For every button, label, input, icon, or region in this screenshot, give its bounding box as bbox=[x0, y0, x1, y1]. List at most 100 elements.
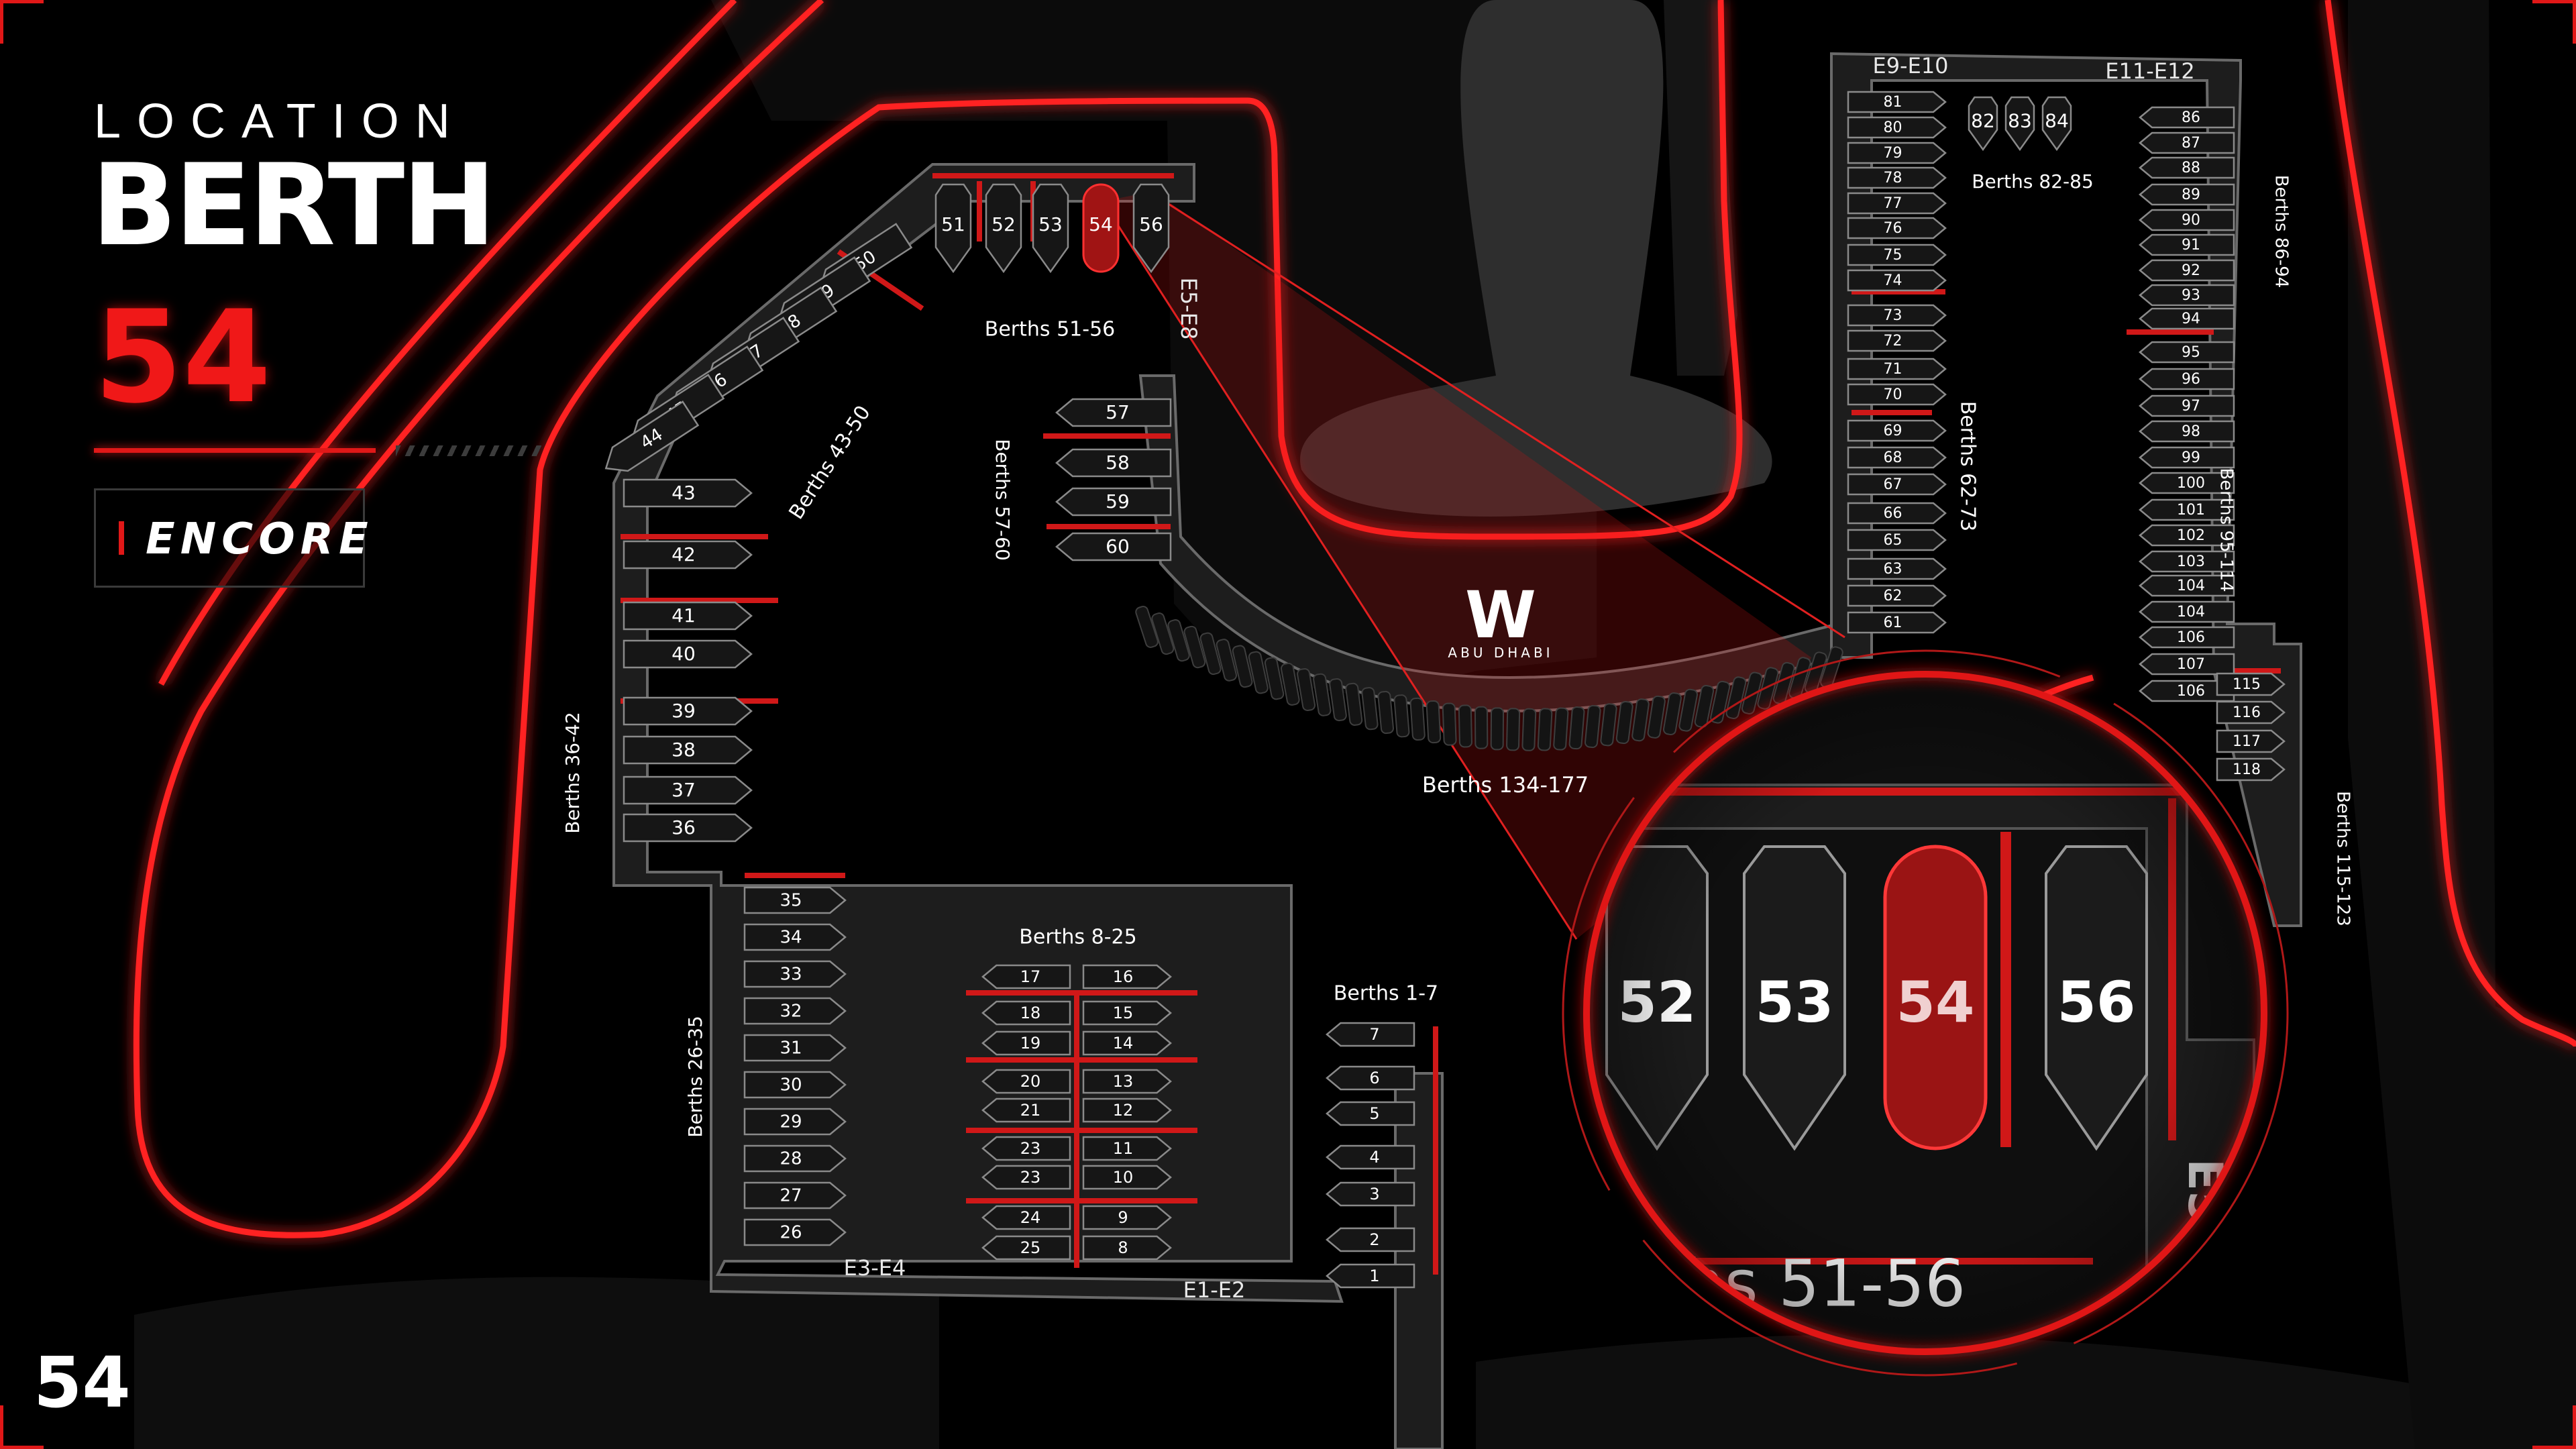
berth-80[interactable]: 80 bbox=[1847, 116, 1947, 139]
arc-boat[interactable] bbox=[1757, 667, 1779, 710]
berth-116[interactable]: 116 bbox=[2216, 700, 2286, 724]
berth-102[interactable]: 102 bbox=[2139, 524, 2235, 547]
berth-69[interactable]: 69 bbox=[1847, 419, 1947, 442]
arc-boat[interactable] bbox=[1409, 697, 1426, 741]
berth-106[interactable]: 106 bbox=[2139, 626, 2235, 649]
berth-74[interactable]: 74 bbox=[1847, 269, 1947, 292]
berth-36[interactable]: 36 bbox=[623, 813, 753, 843]
arc-boat[interactable] bbox=[1183, 625, 1206, 669]
arc-boat[interactable] bbox=[1506, 708, 1521, 751]
berth-34[interactable]: 34 bbox=[743, 923, 847, 951]
berth-106[interactable]: 106 bbox=[2139, 680, 2235, 702]
arc-boat[interactable] bbox=[1426, 700, 1442, 744]
arc-boat[interactable] bbox=[1199, 632, 1222, 676]
berth-117[interactable]: 117 bbox=[2216, 729, 2286, 753]
berth-82[interactable]: 82 bbox=[1968, 96, 1998, 152]
berth-41[interactable]: 41 bbox=[623, 601, 753, 631]
berth-118[interactable]: 118 bbox=[2216, 757, 2286, 782]
berth-76[interactable]: 76 bbox=[1847, 217, 1947, 239]
berth-23[interactable]: 23 bbox=[981, 1136, 1071, 1161]
berth-25[interactable]: 25 bbox=[981, 1235, 1071, 1260]
berth-42[interactable]: 42 bbox=[623, 540, 753, 570]
berth-33[interactable]: 33 bbox=[743, 960, 847, 988]
berth-26[interactable]: 26 bbox=[743, 1218, 847, 1246]
berth-38[interactable]: 38 bbox=[623, 735, 753, 765]
berth-35[interactable]: 35 bbox=[743, 886, 847, 914]
berth-19[interactable]: 19 bbox=[981, 1030, 1071, 1056]
berth-107[interactable]: 107 bbox=[2139, 653, 2235, 676]
berth-98[interactable]: 98 bbox=[2139, 420, 2235, 443]
berth-77[interactable]: 77 bbox=[1847, 192, 1947, 215]
berth-53[interactable]: 53 bbox=[1032, 183, 1069, 274]
berth-14[interactable]: 14 bbox=[1082, 1030, 1172, 1056]
berth-59[interactable]: 59 bbox=[1055, 487, 1172, 517]
berth-58[interactable]: 58 bbox=[1055, 448, 1172, 478]
berth-37[interactable]: 37 bbox=[623, 775, 753, 805]
arc-boat[interactable] bbox=[1490, 707, 1505, 751]
berth-27[interactable]: 27 bbox=[743, 1181, 847, 1210]
berth-17[interactable]: 17 bbox=[981, 964, 1071, 989]
arc-boat[interactable] bbox=[1474, 706, 1489, 749]
berth-24[interactable]: 24 bbox=[981, 1205, 1071, 1230]
arc-boat[interactable] bbox=[1329, 678, 1347, 722]
berth-90[interactable]: 90 bbox=[2139, 209, 2235, 231]
arc-boat[interactable] bbox=[1167, 619, 1191, 662]
berth-81[interactable]: 81 bbox=[1847, 91, 1947, 113]
arc-boat[interactable] bbox=[1600, 703, 1617, 747]
berth-23[interactable]: 23 bbox=[981, 1165, 1071, 1190]
arc-boat[interactable] bbox=[1631, 698, 1650, 742]
berth-56[interactable]: 56 bbox=[1132, 183, 1170, 274]
berth-99[interactable]: 99 bbox=[2139, 446, 2235, 469]
berth-115[interactable]: 115 bbox=[2216, 672, 2286, 696]
berth-91[interactable]: 91 bbox=[2139, 233, 2235, 256]
berth-30[interactable]: 30 bbox=[743, 1071, 847, 1099]
arc-boat[interactable] bbox=[1458, 704, 1472, 748]
berth-39[interactable]: 39 bbox=[623, 696, 753, 726]
arc-boat[interactable] bbox=[1345, 682, 1363, 726]
berth-52[interactable]: 52 bbox=[985, 183, 1022, 274]
berth-21[interactable]: 21 bbox=[981, 1097, 1071, 1123]
berth-6[interactable]: 6 bbox=[1326, 1065, 1415, 1091]
arc-boat[interactable] bbox=[1521, 708, 1537, 751]
arc-boat[interactable] bbox=[1442, 702, 1457, 746]
berth-28[interactable]: 28 bbox=[743, 1144, 847, 1173]
arc-boat[interactable] bbox=[1313, 673, 1332, 716]
berth-40[interactable]: 40 bbox=[623, 639, 753, 669]
arc-boat[interactable] bbox=[1710, 680, 1731, 724]
arc-boat[interactable] bbox=[1264, 657, 1285, 700]
berth-87[interactable]: 87 bbox=[2139, 131, 2235, 154]
berth-92[interactable]: 92 bbox=[2139, 259, 2235, 282]
arc-boat[interactable] bbox=[1647, 695, 1666, 739]
berth-103[interactable]: 103 bbox=[2139, 550, 2235, 573]
berth-88[interactable]: 88 bbox=[2139, 156, 2235, 179]
arc-boat[interactable] bbox=[1232, 645, 1253, 688]
berth-72[interactable]: 72 bbox=[1847, 329, 1947, 352]
berth-31[interactable]: 31 bbox=[743, 1034, 847, 1062]
berth-104[interactable]: 104 bbox=[2139, 574, 2235, 597]
arc-boat[interactable] bbox=[1537, 708, 1553, 751]
berth-3[interactable]: 3 bbox=[1326, 1181, 1415, 1207]
berth-20[interactable]: 20 bbox=[981, 1069, 1071, 1094]
berth-11[interactable]: 11 bbox=[1082, 1136, 1172, 1161]
arc-boat[interactable] bbox=[1134, 605, 1159, 649]
berth-79[interactable]: 79 bbox=[1847, 142, 1947, 164]
berth-86[interactable]: 86 bbox=[2139, 106, 2235, 129]
berth-43[interactable]: 43 bbox=[623, 478, 753, 508]
berth-83[interactable]: 83 bbox=[2004, 96, 2035, 152]
berth-95[interactable]: 95 bbox=[2139, 341, 2235, 364]
berth-5[interactable]: 5 bbox=[1326, 1101, 1415, 1126]
berth-4[interactable]: 4 bbox=[1326, 1144, 1415, 1170]
arc-boat[interactable] bbox=[1741, 672, 1763, 715]
berth-63[interactable]: 63 bbox=[1847, 557, 1947, 580]
arc-boat[interactable] bbox=[1662, 692, 1682, 736]
berth-57[interactable]: 57 bbox=[1055, 398, 1172, 427]
berth-70[interactable]: 70 bbox=[1847, 383, 1947, 406]
berth-62[interactable]: 62 bbox=[1847, 584, 1947, 607]
berth-101[interactable]: 101 bbox=[2139, 498, 2235, 521]
arc-boat[interactable] bbox=[1297, 668, 1316, 712]
berth-54[interactable]: 54 bbox=[1082, 183, 1120, 273]
berth-73[interactable]: 73 bbox=[1847, 304, 1947, 327]
arc-boat[interactable] bbox=[1615, 700, 1633, 745]
berth-67[interactable]: 67 bbox=[1847, 473, 1947, 496]
berth-60[interactable]: 60 bbox=[1055, 532, 1172, 561]
